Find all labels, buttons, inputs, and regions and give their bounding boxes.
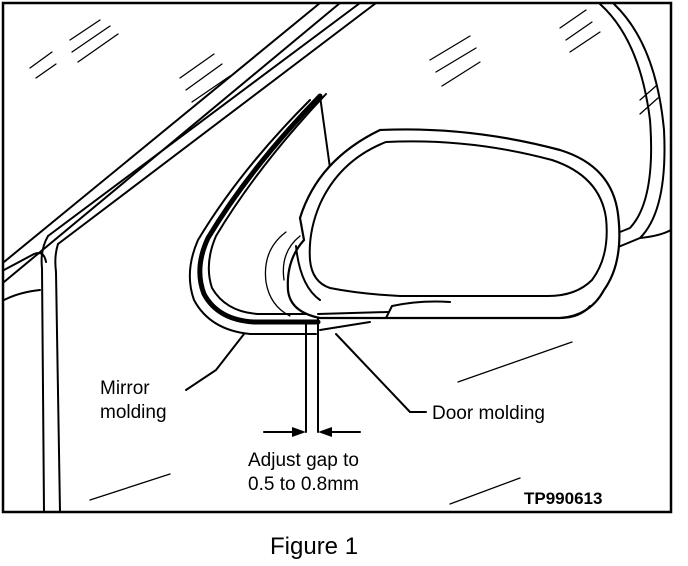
window-frame-lines: [3, 2, 377, 283]
door-panel-lines: [89, 341, 573, 505]
door-molding: [317, 311, 389, 331]
door-body: [3, 235, 61, 513]
mirror-housing: [286, 128, 621, 320]
adjust-gap-label-line2: 0.5 to 0.8mm: [248, 474, 359, 495]
gap-indicator: [263, 317, 361, 437]
mirror-molding-label-line2: molding: [100, 402, 167, 423]
door-molding-label: Door molding: [432, 403, 545, 424]
adjust-gap-label-line1: Adjust gap to: [248, 450, 359, 471]
mirror-base: [264, 231, 301, 317]
figure-caption: Figure 1: [270, 533, 358, 560]
body-curve-right: [599, 3, 672, 253]
part-code: TP990613: [524, 489, 602, 508]
glass-reflection-marks: [29, 9, 659, 115]
door-molding-leader: [335, 333, 427, 413]
mirror-molding-label-line1: Mirror: [100, 378, 150, 399]
mirror-molding-leader: [185, 333, 245, 391]
mirror-molding: [188, 93, 331, 335]
